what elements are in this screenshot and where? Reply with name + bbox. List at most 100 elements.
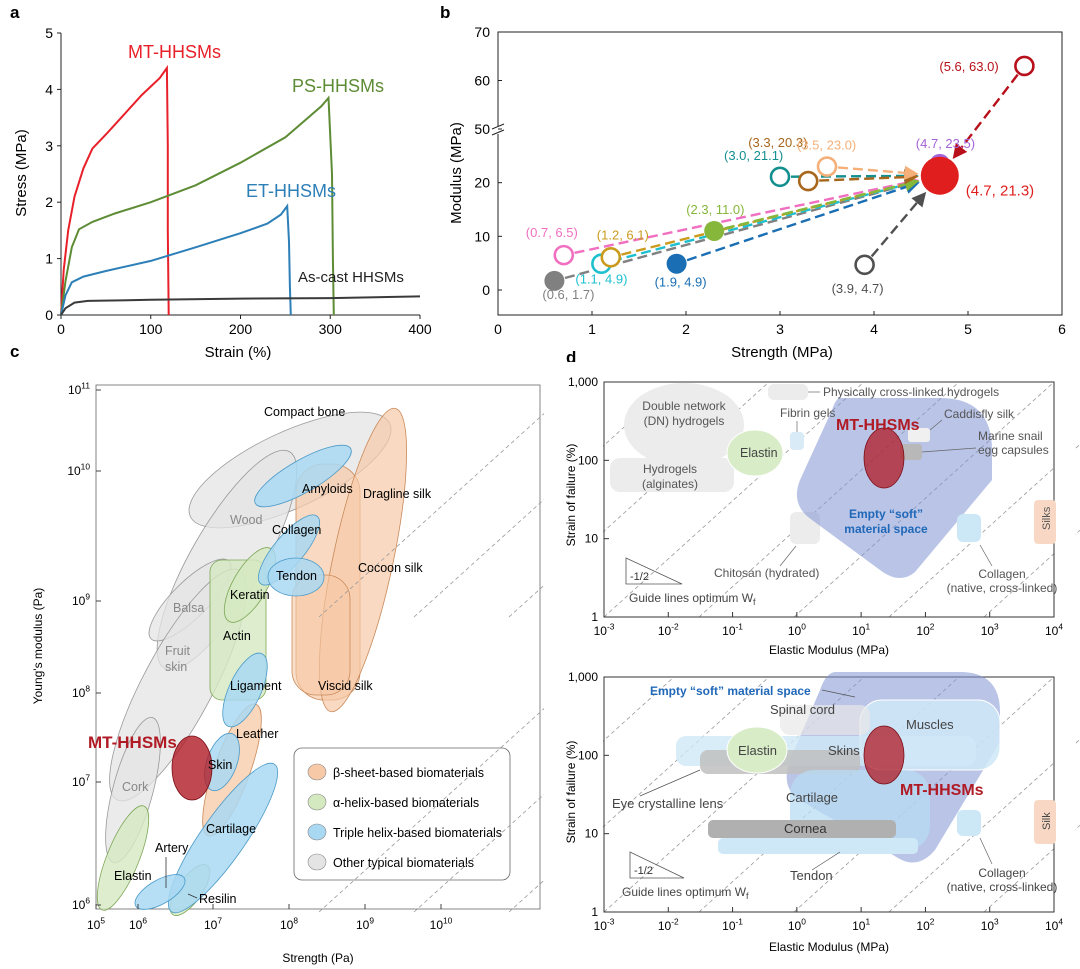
- region-tendon: [267, 557, 325, 597]
- d-label-snail-1: Marine snail: [978, 429, 1043, 443]
- e-mask-right: [1055, 657, 1075, 932]
- e-label-eye: Eye crystalline lens: [612, 796, 724, 811]
- c-xtick-label: 1010: [430, 916, 453, 932]
- label-keratin: Keratin: [230, 588, 270, 602]
- c-ytick-label-base: 10: [72, 898, 86, 912]
- c-ytick-label-base: 10: [72, 686, 86, 700]
- panel-label-d: d: [566, 348, 576, 367]
- point-3: [600, 246, 622, 268]
- e-leader-collagen: [979, 837, 993, 865]
- d-label-phys: Physically cross-linked hydrogels: [823, 385, 999, 399]
- c-xtick-label-exp: 8: [293, 916, 298, 926]
- e-region-mt-hhsms: [863, 725, 905, 785]
- series-label-ps: PS-HHSMs: [292, 76, 384, 96]
- series-line-1: [60, 95, 335, 316]
- e-xtick-label-exp: 0: [801, 917, 806, 927]
- d-ytick-label: 1: [591, 610, 598, 624]
- d-leader-chitosan: [779, 545, 797, 567]
- e-guide-label-main: Guide lines optimum W: [622, 885, 747, 899]
- e-xtick-label-exp: 1: [865, 917, 870, 927]
- panel-c-xlabel: Strength (Pa): [282, 951, 353, 965]
- e-label-spinal: Spinal cord: [770, 702, 835, 717]
- e-xtick-label-base: 10: [722, 919, 736, 933]
- c-xtick-label: 108: [280, 916, 298, 932]
- d-xtick-label-exp: -1: [736, 622, 744, 632]
- c-xtick-label-base: 10: [430, 918, 444, 932]
- c-ytick-label: 109: [72, 592, 90, 608]
- target-point: [920, 156, 959, 195]
- arrow-0: [564, 178, 920, 280]
- d-xtick-label-base: 10: [916, 624, 930, 638]
- d-region-marine-snail: [900, 444, 922, 460]
- c-xtick-label-base: 10: [87, 918, 101, 932]
- point-11: [1014, 55, 1035, 77]
- c-xtick-label: 107: [204, 916, 222, 932]
- series-line-0: [60, 64, 170, 316]
- e-guide-slope: -1/2: [634, 865, 653, 877]
- e-xtick-label: 101: [852, 917, 870, 933]
- e-guide-line: [603, 676, 865, 913]
- panel-c-region-labels: Compact bone Amyloids Dragline silk Wood…: [88, 405, 432, 906]
- b-ytick-label: 10: [474, 228, 490, 244]
- e-xtick-label: 10-3: [594, 917, 615, 933]
- d-xtick-label-base: 10: [1045, 624, 1059, 638]
- e-guide-line: [983, 824, 1080, 913]
- d-region-collagen: [957, 514, 981, 542]
- d-xtick-label-exp: 0: [801, 622, 806, 632]
- e-xtick-label: 104: [1045, 917, 1063, 933]
- c-xtick-label-exp: 7: [217, 916, 222, 926]
- d-label-caddis: Caddisfly silk: [944, 407, 1015, 421]
- e-xtick-label: 102: [916, 917, 934, 933]
- e-label-tendon: Tendon: [790, 868, 833, 883]
- b-xtick-label: 6: [1058, 321, 1066, 337]
- c-xtick-label-exp: 6: [142, 916, 147, 926]
- target-label: (4.7, 21.3): [966, 183, 1034, 200]
- panel-e-regions: [676, 672, 1056, 863]
- a-ytick-label: 5: [45, 25, 53, 41]
- b-ytick-label: 60: [474, 73, 490, 89]
- point-8: [816, 156, 838, 177]
- point-label-5: (2.3, 11.0): [686, 202, 744, 217]
- label-cartilage: Cartilage: [206, 822, 256, 836]
- e-leader-tendon: [811, 851, 841, 871]
- d-region-elastin: [726, 429, 784, 477]
- c-ytick-label: 106: [72, 896, 90, 912]
- d-label-collagen-2: (native, cross-linked): [947, 581, 1058, 595]
- e-label-skins: Skins: [828, 743, 860, 758]
- e-label-cartilage: Cartilage: [786, 790, 838, 805]
- d-label-empty-1: Empty “soft”: [849, 507, 923, 521]
- e-region-silk: [1034, 800, 1056, 844]
- label-actin: Actin: [223, 629, 251, 643]
- b-ytick-label: 50: [474, 121, 490, 137]
- c-xtick-label: 106: [129, 916, 147, 932]
- label-collagen: Collagen: [272, 523, 321, 537]
- e-label-silk: Silk: [1041, 812, 1053, 830]
- d-guide-line: [983, 529, 1080, 618]
- label-skin: Skin: [208, 758, 232, 772]
- d-xtick-label-exp: 2: [930, 622, 935, 632]
- d-guide-label-main: Guide lines optimum W: [629, 591, 754, 605]
- series-line-3: [60, 295, 421, 316]
- e-guide-label: Guide lines optimum Wf: [622, 885, 749, 901]
- e-guide-triangle: [629, 851, 685, 879]
- series-label-ascast: As-cast HHSMs: [298, 269, 404, 286]
- d-region-physically-crosslinked: [768, 384, 808, 400]
- d-region-silks: [1034, 500, 1056, 544]
- point-label-6: (3.0, 21.1): [724, 148, 783, 163]
- e-guide-line: [888, 738, 1080, 913]
- label-elastin-c: Elastin: [114, 869, 152, 883]
- panel-c-regions: [96, 407, 407, 916]
- e-xtick-label-exp: -2: [671, 917, 679, 927]
- e-region-spinal-cord: [780, 705, 870, 735]
- point-1: [553, 244, 575, 266]
- e-xtick-label: 10-2: [658, 917, 679, 933]
- b-xtick-label: 2: [682, 321, 690, 337]
- e-label-cornea: Cornea: [784, 821, 827, 836]
- e-ytick-label: 1: [591, 905, 598, 919]
- c-xtick-label: 109: [356, 916, 374, 932]
- panel-b-ylabel: Modulus (MPa): [448, 122, 465, 224]
